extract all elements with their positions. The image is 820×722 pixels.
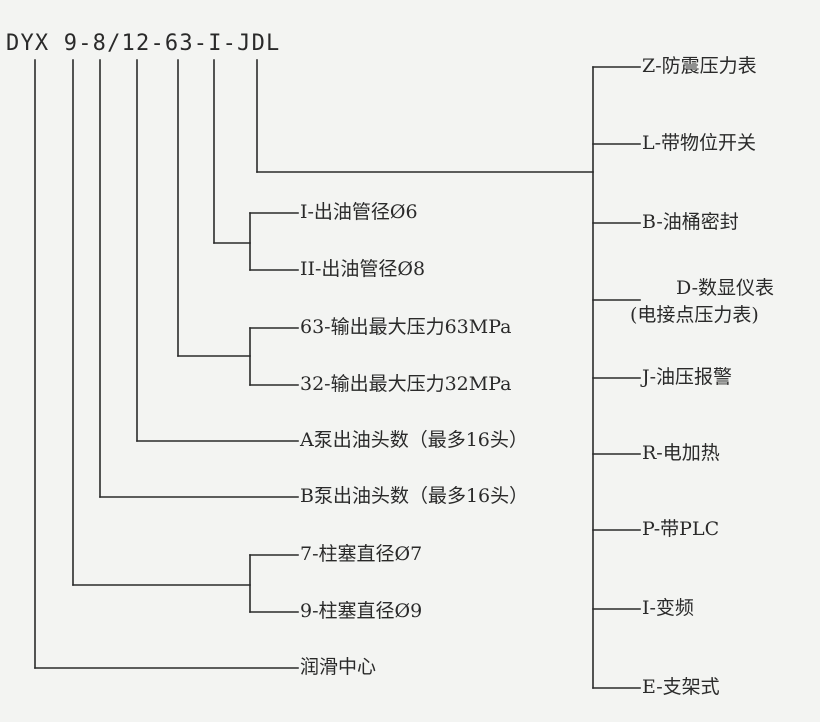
- option-b: B-油桶密封: [642, 211, 739, 233]
- label-pressure-63: 63-输出最大压力63MPa: [300, 316, 512, 338]
- option-e: E-支架式: [642, 676, 720, 698]
- option-d-line2: (电接点压力表): [630, 304, 759, 326]
- option-z: Z-防震压力表: [642, 55, 757, 77]
- label-pressure-32: 32-输出最大压力32MPa: [300, 373, 512, 395]
- option-i: I-变频: [642, 597, 694, 619]
- model-code: DYX 9-8/12-63-I-JDL: [6, 31, 281, 56]
- option-p: P-带PLC: [642, 518, 720, 540]
- label-plunger-7: 7-柱塞直径Ø7: [300, 543, 423, 565]
- label-outlet-8: II-出油管径Ø8: [300, 258, 426, 280]
- label-lubrication-center: 润滑中心: [300, 656, 377, 678]
- label-pump-a: A泵出油头数（最多16头）: [300, 429, 528, 451]
- option-r: R-电加热: [642, 442, 720, 464]
- option-l: L-带物位开关: [642, 132, 757, 154]
- option-d-line1: D-数显仪表: [675, 277, 774, 299]
- label-pump-b: B泵出油头数（最多16头）: [300, 485, 529, 507]
- label-plunger-9: 9-柱塞直径Ø9: [300, 600, 423, 622]
- option-j: J-油压报警: [642, 366, 733, 388]
- label-outlet-6: I-出油管径Ø6: [300, 201, 418, 223]
